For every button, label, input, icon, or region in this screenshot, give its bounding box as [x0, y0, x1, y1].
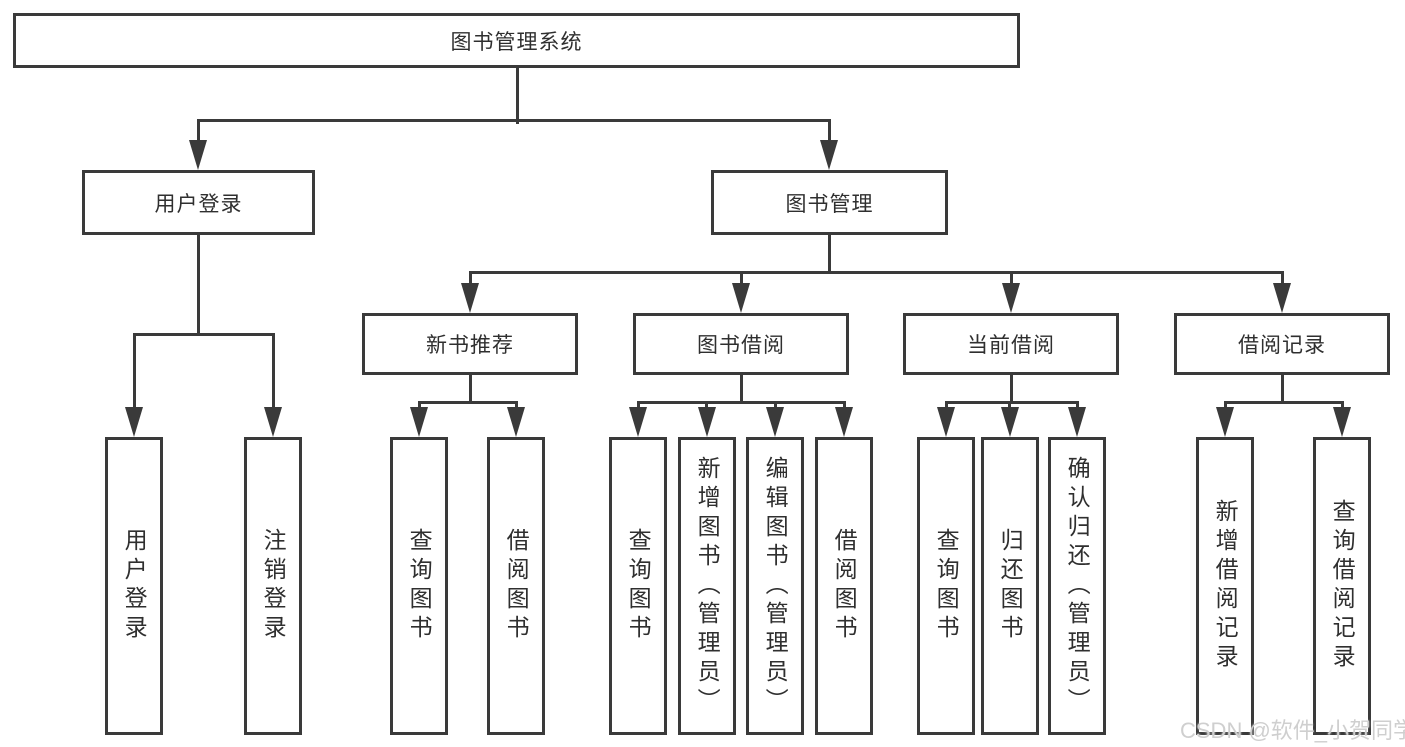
node-leaf-query-books-recommend: 查询图书: [390, 437, 448, 735]
connector-line: [828, 119, 831, 142]
arrowhead-icon: [1001, 407, 1019, 437]
arrowhead-icon: [461, 283, 479, 313]
connector-line: [197, 119, 200, 142]
arrowhead-icon: [1002, 283, 1020, 313]
node-leaf-borrow-books: 借阅图书: [815, 437, 873, 735]
node-leaf-user-login-label: 用户登录: [121, 528, 148, 644]
node-leaf-query-books-borrow-label: 查询图书: [625, 528, 652, 644]
arrowhead-icon: [264, 407, 282, 437]
node-leaf-query-books-recommend-label: 查询图书: [406, 528, 433, 644]
node-book-borrow: 图书借阅: [633, 313, 849, 375]
connector-line: [418, 401, 421, 410]
node-leaf-add-borrow-record: 新增借阅记录: [1196, 437, 1254, 735]
connector-line: [469, 271, 472, 285]
connector-line: [1281, 271, 1284, 285]
arrowhead-icon: [937, 407, 955, 437]
connector-line: [945, 401, 948, 410]
connector-line: [1341, 401, 1344, 410]
node-borrow-records: 借阅记录: [1174, 313, 1390, 375]
node-leaf-add-book-admin: 新增图书（管理员）: [678, 437, 736, 735]
arrowhead-icon: [1333, 407, 1351, 437]
connector-line: [1010, 271, 1013, 285]
arrowhead-icon: [125, 407, 143, 437]
connector-line: [843, 401, 846, 410]
connector-line: [1281, 375, 1284, 404]
connector-line: [515, 401, 518, 410]
connector-line: [197, 235, 200, 336]
arrowhead-icon: [1068, 407, 1086, 437]
arrowhead-icon: [835, 407, 853, 437]
connector-line: [774, 401, 777, 410]
node-root-label: 图书管理系统: [450, 30, 583, 54]
connector-line: [272, 333, 275, 409]
arrowhead-icon: [1216, 407, 1234, 437]
node-book-management: 图书管理: [711, 170, 948, 235]
connector-line: [1224, 401, 1344, 404]
node-leaf-edit-book-admin-label: 编辑图书（管理员）: [762, 455, 789, 717]
node-leaf-edit-book-admin: 编辑图书（管理员）: [746, 437, 804, 735]
node-user-login: 用户登录: [82, 170, 315, 235]
arrowhead-icon: [766, 407, 784, 437]
connector-line: [1010, 375, 1013, 404]
connector-line: [945, 401, 1079, 404]
node-new-book-recommend: 新书推荐: [362, 313, 578, 375]
connector-line: [516, 68, 519, 124]
node-root: 图书管理系统: [13, 13, 1020, 68]
node-leaf-query-books-current: 查询图书: [917, 437, 975, 735]
node-leaf-add-borrow-record-label: 新增借阅记录: [1212, 499, 1239, 673]
node-book-borrow-label: 图书借阅: [697, 334, 785, 357]
node-new-book-recommend-label: 新书推荐: [426, 334, 514, 357]
node-leaf-add-book-admin-label: 新增图书（管理员）: [694, 455, 721, 717]
connector-line: [705, 401, 708, 410]
node-leaf-borrow-books-recommend-label: 借阅图书: [503, 528, 530, 644]
watermark: CSDN @软件_小贺同学: [1180, 718, 1405, 743]
node-current-borrow-label: 当前借阅: [967, 334, 1055, 357]
node-user-login-label: 用户登录: [154, 192, 243, 216]
node-current-borrow: 当前借阅: [903, 313, 1119, 375]
connector-line: [1076, 401, 1079, 410]
node-leaf-return-book-label: 归还图书: [997, 528, 1024, 644]
connector-line: [637, 401, 640, 410]
arrowhead-icon: [507, 407, 525, 437]
connector-line: [740, 375, 743, 404]
node-leaf-query-books-borrow: 查询图书: [609, 437, 667, 735]
arrowhead-icon: [410, 407, 428, 437]
connector-line: [469, 271, 1284, 274]
connector-line: [197, 119, 831, 122]
connector-line: [469, 375, 472, 404]
node-leaf-logout: 注销登录: [244, 437, 302, 735]
node-book-management-label: 图书管理: [785, 192, 874, 216]
node-leaf-confirm-return-admin: 确认归还（管理员）: [1048, 437, 1106, 735]
node-leaf-user-login: 用户登录: [105, 437, 163, 735]
node-borrow-records-label: 借阅记录: [1238, 334, 1326, 357]
arrowhead-icon: [820, 140, 838, 170]
node-leaf-return-book: 归还图书: [981, 437, 1039, 735]
connector-line: [133, 333, 136, 409]
arrowhead-icon: [698, 407, 716, 437]
node-leaf-logout-label: 注销登录: [260, 528, 287, 644]
node-leaf-query-borrow-record: 查询借阅记录: [1313, 437, 1371, 735]
connector-line: [1008, 401, 1011, 410]
connector-line: [740, 271, 743, 285]
arrowhead-icon: [189, 140, 207, 170]
arrowhead-icon: [1273, 283, 1291, 313]
connector-line: [133, 333, 275, 336]
node-leaf-confirm-return-admin-label: 确认归还（管理员）: [1064, 455, 1091, 717]
node-leaf-query-books-current-label: 查询图书: [933, 528, 960, 644]
node-leaf-borrow-books-recommend: 借阅图书: [487, 437, 545, 735]
node-leaf-borrow-books-label: 借阅图书: [831, 528, 858, 644]
connector-line: [828, 235, 831, 274]
connector-line: [418, 401, 518, 404]
arrowhead-icon: [732, 283, 750, 313]
connector-line: [1224, 401, 1227, 410]
arrowhead-icon: [629, 407, 647, 437]
node-leaf-query-borrow-record-label: 查询借阅记录: [1329, 499, 1356, 673]
connector-line: [637, 401, 846, 404]
